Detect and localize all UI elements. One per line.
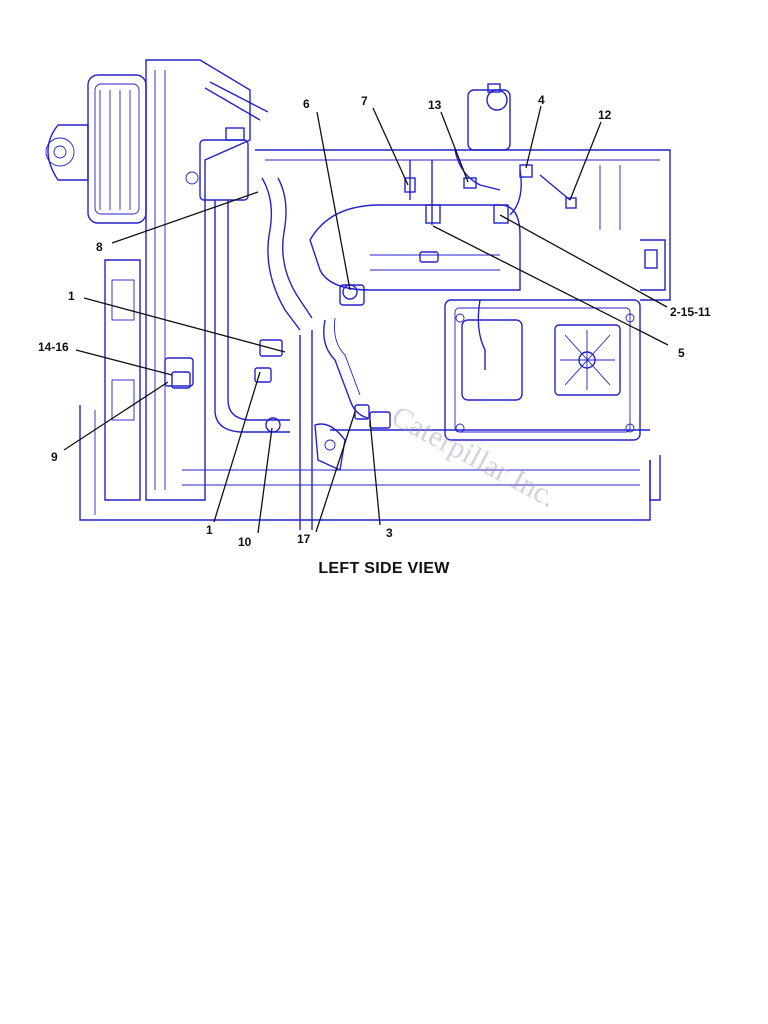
callout-7: 7 bbox=[361, 94, 368, 108]
watermark-text: Caterpillar Inc. bbox=[386, 400, 562, 514]
leader-2-15-11 bbox=[499, 214, 668, 308]
leader-17 bbox=[315, 411, 356, 533]
engine-block-drawing bbox=[79, 259, 651, 521]
watermark: Caterpillar Inc. bbox=[386, 400, 562, 514]
front-pulley-drawing bbox=[45, 74, 147, 224]
leader-10 bbox=[257, 427, 273, 534]
callout-12: 12 bbox=[598, 108, 612, 122]
leader-8 bbox=[111, 191, 259, 244]
callout-labels: 6 7 13 4 12 8 1 14-16 2-15-11 5 9 1 10 1… bbox=[38, 93, 711, 549]
leader-1-lower bbox=[213, 371, 261, 523]
leader-7 bbox=[372, 107, 409, 186]
lower-sensors-drawing bbox=[164, 339, 391, 472]
engine-left-side-diagram: Caterpillar Inc. 6 7 13 4 12 8 1 14-16 2… bbox=[38, 59, 711, 549]
leader-5 bbox=[432, 225, 669, 346]
leader-3 bbox=[369, 419, 381, 526]
callout-2-15-11: 2-15-11 bbox=[670, 305, 711, 319]
right-side-details-drawing bbox=[599, 165, 666, 501]
leader-12 bbox=[569, 121, 602, 201]
callout-8: 8 bbox=[96, 240, 103, 254]
callout-leaders bbox=[63, 105, 669, 534]
callout-6: 6 bbox=[303, 97, 310, 111]
callout-14-16: 14-16 bbox=[38, 340, 69, 354]
leader-1-upper bbox=[83, 297, 286, 353]
leader-13 bbox=[440, 111, 469, 183]
callout-17: 17 bbox=[297, 532, 311, 546]
leader-6 bbox=[316, 111, 351, 291]
callout-1-upper: 1 bbox=[68, 289, 75, 303]
cylinder-head-drawing bbox=[255, 149, 671, 306]
callout-9: 9 bbox=[51, 450, 58, 464]
callout-10: 10 bbox=[238, 535, 252, 549]
leader-9 bbox=[63, 381, 169, 451]
callout-4: 4 bbox=[538, 93, 545, 107]
callout-1-lower: 1 bbox=[206, 523, 213, 537]
fuel-lines-drawing bbox=[323, 149, 577, 419]
callout-13: 13 bbox=[428, 98, 442, 112]
view-title: LEFT SIDE VIEW bbox=[318, 560, 450, 577]
callout-5: 5 bbox=[678, 346, 685, 360]
filter-canister-drawing bbox=[467, 83, 511, 151]
front-cover-drawing bbox=[145, 59, 269, 501]
leader-14-16 bbox=[75, 349, 173, 376]
coolant-pipes-drawing bbox=[214, 177, 313, 530]
leader-4 bbox=[525, 105, 542, 169]
engine-line-art bbox=[45, 59, 671, 530]
callout-3: 3 bbox=[386, 526, 393, 540]
ecm-module-drawing bbox=[444, 299, 641, 441]
